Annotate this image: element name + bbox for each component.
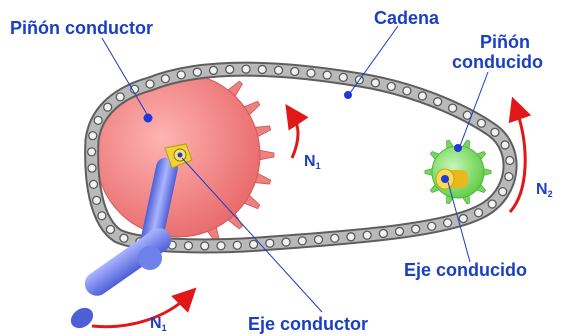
- chain-link: [459, 215, 467, 223]
- label-eje-conductor: Eje conductor: [248, 314, 368, 334]
- chain-link: [379, 229, 387, 237]
- chain-link: [104, 103, 112, 111]
- chain-link: [258, 65, 266, 73]
- chain-link: [242, 65, 250, 73]
- chain-link: [184, 242, 192, 250]
- chain-link: [217, 242, 225, 250]
- chain-link: [403, 87, 411, 95]
- chain-link: [477, 119, 485, 127]
- chain-link: [209, 66, 217, 74]
- label-eje-conducido: Eje conducido: [404, 260, 527, 280]
- chain-link: [387, 83, 395, 91]
- chain-link: [177, 71, 185, 79]
- chain-link: [331, 234, 339, 242]
- chain-link: [428, 222, 436, 230]
- chain-link: [93, 196, 101, 204]
- chain-link: [506, 156, 514, 164]
- driver-sprocket-marker: [144, 114, 153, 123]
- chain-link: [201, 242, 209, 250]
- chain-link: [418, 92, 426, 100]
- chain-link: [291, 67, 299, 75]
- label-n2: N2: [536, 181, 553, 199]
- chain-link: [449, 104, 457, 112]
- chain-link: [339, 73, 347, 81]
- chain-link: [89, 132, 97, 140]
- chain-link: [307, 69, 315, 77]
- chain-link: [444, 219, 452, 227]
- chain-link: [250, 240, 258, 248]
- chain-link: [94, 116, 102, 124]
- label-cadena: Cadena: [374, 8, 440, 28]
- chain-link: [298, 237, 306, 245]
- chain-link: [315, 236, 323, 244]
- chain-link: [161, 75, 169, 83]
- label-n1-bottom: N1: [150, 315, 167, 333]
- chain-link: [146, 80, 154, 88]
- chain-link: [282, 238, 290, 246]
- chain-link: [396, 227, 404, 235]
- chain-link: [98, 212, 106, 220]
- label-pinon-conducido-2: conducido: [452, 52, 543, 72]
- label-n1-top: N1: [304, 153, 321, 171]
- chain-link: [347, 233, 355, 241]
- chain-link: [505, 173, 513, 181]
- chain-link: [501, 141, 509, 149]
- chain-link: [488, 200, 496, 208]
- chain-link: [106, 225, 114, 233]
- chain-link: [434, 98, 442, 106]
- chain-link: [120, 234, 128, 242]
- chain-link: [499, 188, 507, 196]
- chain-link: [193, 68, 201, 76]
- chain-link: [90, 180, 98, 188]
- chain-link: [88, 148, 96, 156]
- chain-link: [323, 71, 331, 79]
- chain-link: [412, 225, 420, 233]
- chain-link: [116, 93, 124, 101]
- label-pinon-conductor: Piñón conductor: [10, 18, 153, 38]
- chain-link: [266, 239, 274, 247]
- chain-link: [491, 128, 499, 136]
- chain-link: [226, 65, 234, 73]
- chain-link: [371, 79, 379, 87]
- chain-link: [363, 231, 371, 239]
- chain-link: [474, 209, 482, 217]
- chain-link: [88, 164, 96, 172]
- chain-link: [233, 241, 241, 249]
- chain-link: [275, 66, 283, 74]
- label-pinon-conducido-1: Piñón: [480, 32, 530, 52]
